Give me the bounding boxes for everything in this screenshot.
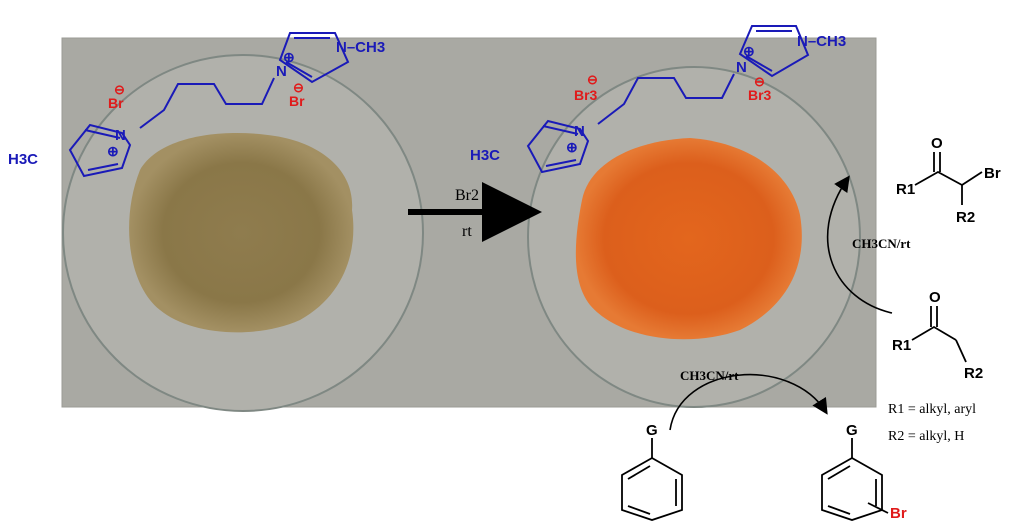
left-minus-1: ⊖: [114, 82, 125, 97]
ketone-condition: CH3CN/rt: [852, 236, 911, 251]
ketone-curved-arrow: [826, 175, 893, 314]
right-counter-ion-2: Br3: [748, 87, 772, 103]
right-plus-lower: ⊕: [566, 139, 578, 155]
arene-product: G Br: [821, 422, 907, 522]
reagent-powder-right: [575, 138, 802, 340]
left-plus-lower: ⊕: [107, 143, 119, 159]
reagent-right-structure: N–CH3 N ⊕ Br3 ⊖ Br3 ⊖ N ⊕ H3C: [470, 25, 846, 174]
left-nitrogen-lower: N: [115, 127, 126, 144]
left-plus-upper: ⊕: [283, 49, 295, 65]
right-nitrogen-upper: N: [736, 59, 747, 76]
arrow-condition: rt: [462, 223, 472, 240]
product-r2: R2: [956, 209, 975, 226]
right-plus-upper: ⊕: [743, 43, 755, 59]
right-nitrogen-lower: N: [574, 123, 585, 140]
arene-product-bromine: Br: [890, 505, 907, 522]
reagent-powder-left: [129, 133, 354, 333]
right-methyl-left: H3C: [470, 147, 500, 164]
r1-definition: R1 = alkyl, aryl: [888, 402, 976, 417]
arrow-reagent: Br2: [455, 187, 479, 204]
right-minus-2: ⊖: [754, 74, 765, 89]
right-methyl-right: N–CH3: [797, 33, 846, 50]
ketone-substrate: O R1 R2: [892, 289, 983, 382]
arene-curved-arrow: [669, 373, 828, 431]
substrate-r2: R2: [964, 365, 983, 382]
right-counter-ion-1: Br3: [574, 87, 598, 103]
left-counter-ion-2: Br: [289, 93, 305, 109]
substrate-r1: R1: [892, 337, 911, 354]
left-minus-2: ⊖: [293, 80, 304, 95]
product-oxygen: O: [931, 135, 943, 152]
r2-definition: R2 = alkyl, H: [888, 429, 964, 444]
product-r1: R1: [896, 181, 915, 198]
ketone-product: O Br R1 R2: [896, 135, 1001, 226]
left-methyl-right: N–CH3: [336, 39, 385, 56]
arene-product-group: G: [846, 422, 858, 439]
reagent-left-structure: N–CH3 N ⊕ Br ⊖ Br ⊖ N ⊕ H3C: [8, 32, 385, 178]
product-bromine: Br: [984, 165, 1001, 182]
arene-condition: CH3CN/rt: [680, 368, 739, 383]
right-minus-1: ⊖: [587, 72, 598, 87]
left-counter-ion-1: Br: [108, 95, 124, 111]
arene-substrate: G: [621, 422, 683, 521]
left-methyl-left: H3C: [8, 151, 38, 168]
arene-substrate-group: G: [646, 422, 658, 439]
left-nitrogen-upper: N: [276, 63, 287, 80]
substrate-oxygen: O: [929, 289, 941, 306]
